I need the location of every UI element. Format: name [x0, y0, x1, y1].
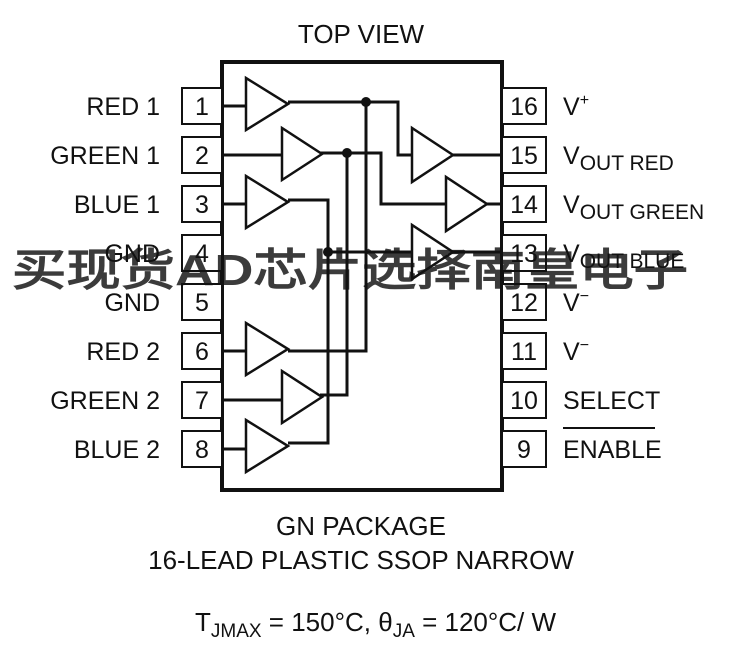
- pin-box-2: [181, 136, 223, 174]
- pin-box-8: [181, 430, 223, 468]
- pin-number: 3: [195, 191, 209, 219]
- amp-blue1-icon: [244, 173, 291, 231]
- pin-number: 4: [195, 240, 209, 268]
- pin-label-select: SELECT: [563, 387, 660, 415]
- pin-box-11: [501, 332, 547, 370]
- internal-wiring: [222, 97, 502, 451]
- pin-number: 10: [510, 387, 538, 415]
- pin-label-gnd5: GND: [104, 289, 160, 317]
- pin-box-12: [501, 283, 547, 321]
- package-description: 16-LEAD PLASTIC SSOP NARROW: [148, 545, 574, 575]
- pin-number: 5: [195, 289, 209, 317]
- pin-label-enable: ENABLE: [563, 436, 662, 464]
- pin-number: 7: [195, 387, 209, 415]
- pin-label-green1: GREEN 1: [50, 142, 160, 170]
- ic-body: [220, 60, 504, 492]
- left-pins: 1 2 3 4 5 6 7 8 RED 1 GREEN 1 BLUE 1 GND…: [50, 87, 223, 468]
- pin-label-green2: GREEN 2: [50, 387, 160, 415]
- pin-box-4: [181, 234, 223, 272]
- pin-label-vout-red: VOUT RED: [563, 142, 674, 175]
- pin-number: 11: [511, 338, 537, 366]
- pin-box-1: [181, 87, 223, 125]
- pin-label-blue1: BLUE 1: [74, 191, 160, 219]
- pin-number: 1: [195, 93, 209, 121]
- pin-label-vout-blue: VOUT BLUE: [563, 240, 684, 273]
- amp-blue2-icon: [244, 417, 291, 475]
- package-name: GN PACKAGE: [276, 511, 446, 541]
- pin-label-vout-green: VOUT GREEN: [563, 191, 704, 224]
- pin-label-gnd4: GND: [104, 240, 160, 268]
- pin-label-vplus: V+: [563, 92, 589, 121]
- pin-label-vminus-11: V−: [563, 337, 589, 366]
- pin-label-red1: RED 1: [86, 93, 160, 121]
- pin-number: 9: [517, 436, 531, 464]
- pin-label-vminus-12: V−: [563, 288, 589, 317]
- pin-box-10: [501, 381, 547, 419]
- diagram-title: TOP VIEW: [298, 19, 425, 49]
- amp-red2-icon: [244, 320, 291, 378]
- pin-label-blue2: BLUE 2: [74, 436, 160, 464]
- amp-red1-icon: [244, 75, 291, 133]
- amp-out-red-icon: [410, 125, 456, 185]
- pin-number: 12: [510, 289, 538, 317]
- pin-box-6: [181, 332, 223, 370]
- pin-box-16: [501, 87, 547, 125]
- amp-green1-icon: [280, 125, 325, 183]
- amplifiers: [244, 75, 490, 475]
- pin-number: 13: [510, 240, 538, 268]
- pin-number: 2: [195, 142, 209, 170]
- amp-out-blue-icon: [410, 222, 456, 282]
- watermark: 买现货AD芯片选择南皇电子: [12, 246, 688, 295]
- right-pins: 16 15 14 13 12 11 10 9 V+ VOUT RED VOUT …: [501, 87, 704, 468]
- pin-box-15: [501, 136, 547, 174]
- pin-box-5: [181, 283, 223, 321]
- pin-box-13: [501, 234, 547, 272]
- pin-number: 6: [195, 338, 209, 366]
- pin-number: 16: [510, 93, 538, 121]
- pin-label-red2: RED 2: [86, 338, 160, 366]
- junction-dot: [342, 148, 352, 158]
- pin-number: 14: [510, 191, 538, 219]
- amp-green2-icon: [280, 368, 325, 426]
- pin-number: 8: [195, 436, 209, 464]
- amp-out-green-icon: [444, 174, 490, 234]
- junction-dot: [323, 247, 333, 257]
- pin-box-7: [181, 381, 223, 419]
- thermal-spec: TJMAX = 150°C, θJA = 120°C/ W: [195, 607, 557, 642]
- pin-number: 15: [510, 142, 538, 170]
- junction-dot: [361, 97, 371, 107]
- pin-box-9: [501, 430, 547, 468]
